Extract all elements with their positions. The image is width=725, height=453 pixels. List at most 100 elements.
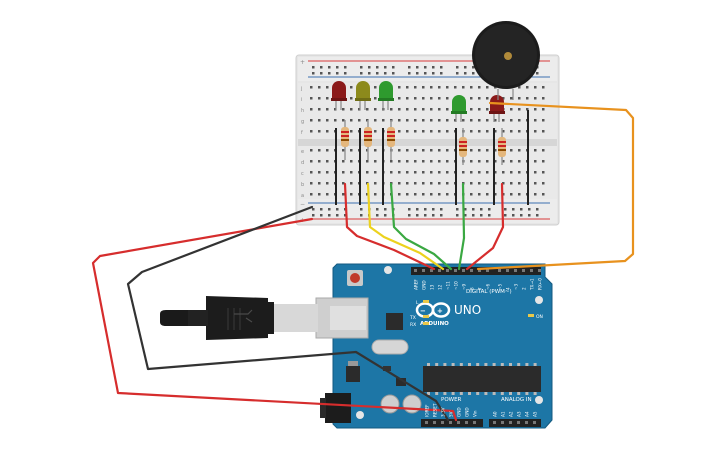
hole — [366, 193, 369, 196]
capacitor — [380, 394, 400, 414]
hole — [318, 193, 321, 196]
hole — [446, 182, 449, 185]
hole — [416, 66, 419, 69]
digital-pin-label: 7 — [478, 287, 483, 290]
header-pin — [422, 269, 425, 272]
hole — [510, 108, 513, 111]
hole — [494, 171, 497, 174]
hole — [534, 119, 537, 122]
hole — [424, 208, 427, 211]
chip-pin — [533, 363, 537, 366]
digital-pin-label: 13 — [430, 284, 435, 290]
reset-button[interactable] — [347, 270, 363, 286]
resistor — [364, 120, 372, 160]
resistors — [341, 120, 506, 165]
hole — [470, 182, 473, 185]
row-letter: h — [301, 108, 304, 114]
hole — [510, 182, 513, 185]
row-letter: b — [301, 182, 304, 188]
hole — [398, 119, 401, 122]
hole — [528, 208, 531, 211]
hole — [494, 182, 497, 185]
hole — [336, 208, 339, 211]
hole — [456, 208, 459, 211]
hole — [446, 86, 449, 89]
hole — [518, 119, 521, 122]
header-pin — [430, 269, 433, 272]
hole — [470, 171, 473, 174]
hole — [312, 208, 315, 211]
hole — [456, 72, 459, 75]
hole — [326, 130, 329, 133]
hole — [342, 193, 345, 196]
hole — [320, 72, 323, 75]
hole — [462, 86, 465, 89]
header-pin — [509, 421, 512, 424]
hole — [310, 97, 313, 100]
hole — [502, 130, 505, 133]
hole — [502, 171, 505, 174]
hole — [464, 208, 467, 211]
power-pin-label: RESET — [433, 403, 438, 417]
hole — [318, 171, 321, 174]
hole — [310, 182, 313, 185]
chip-pin — [492, 392, 496, 395]
digital-pin-label: ~9 — [462, 283, 467, 290]
hole — [342, 160, 345, 163]
hole — [478, 108, 481, 111]
header-pin — [441, 421, 444, 424]
row-letter: f — [301, 130, 303, 136]
hole — [350, 119, 353, 122]
hole — [414, 86, 417, 89]
hole — [406, 160, 409, 163]
hole — [480, 214, 483, 217]
hole — [414, 193, 417, 196]
hole — [320, 214, 323, 217]
hole — [494, 130, 497, 133]
center-channel — [298, 139, 557, 146]
capacitor — [402, 394, 422, 414]
usb-chip — [386, 313, 403, 330]
hole — [318, 160, 321, 163]
hole — [494, 160, 497, 163]
hole — [414, 160, 417, 163]
hole — [518, 193, 521, 196]
hole — [384, 208, 387, 211]
hole — [432, 208, 435, 211]
header-pin — [525, 421, 528, 424]
hole — [518, 149, 521, 152]
hole — [334, 108, 337, 111]
hole — [422, 86, 425, 89]
hole — [376, 208, 379, 211]
hole — [430, 97, 433, 100]
hole — [374, 97, 377, 100]
hole — [334, 119, 337, 122]
hole — [406, 97, 409, 100]
header-pin — [446, 269, 449, 272]
chip-pin — [509, 392, 512, 395]
hole — [312, 66, 315, 69]
tx-label: TX — [409, 315, 416, 321]
hole — [518, 97, 521, 100]
hole — [384, 66, 387, 69]
hole — [342, 108, 345, 111]
hole — [542, 108, 545, 111]
wire-red-led5 — [465, 182, 505, 271]
chip-pin — [443, 392, 447, 395]
hole — [480, 208, 483, 211]
hole — [312, 214, 315, 217]
digital-pin-label: TX→1 — [530, 278, 535, 291]
hole — [326, 86, 329, 89]
hole — [536, 72, 539, 75]
hole — [440, 66, 443, 69]
hole — [422, 193, 425, 196]
chip-pin — [427, 392, 430, 395]
power-pin-label: 3.3V — [441, 407, 446, 417]
hole — [438, 149, 441, 152]
hole — [470, 193, 473, 196]
hole — [486, 160, 489, 163]
hole — [542, 193, 545, 196]
chip-pin — [435, 392, 439, 395]
